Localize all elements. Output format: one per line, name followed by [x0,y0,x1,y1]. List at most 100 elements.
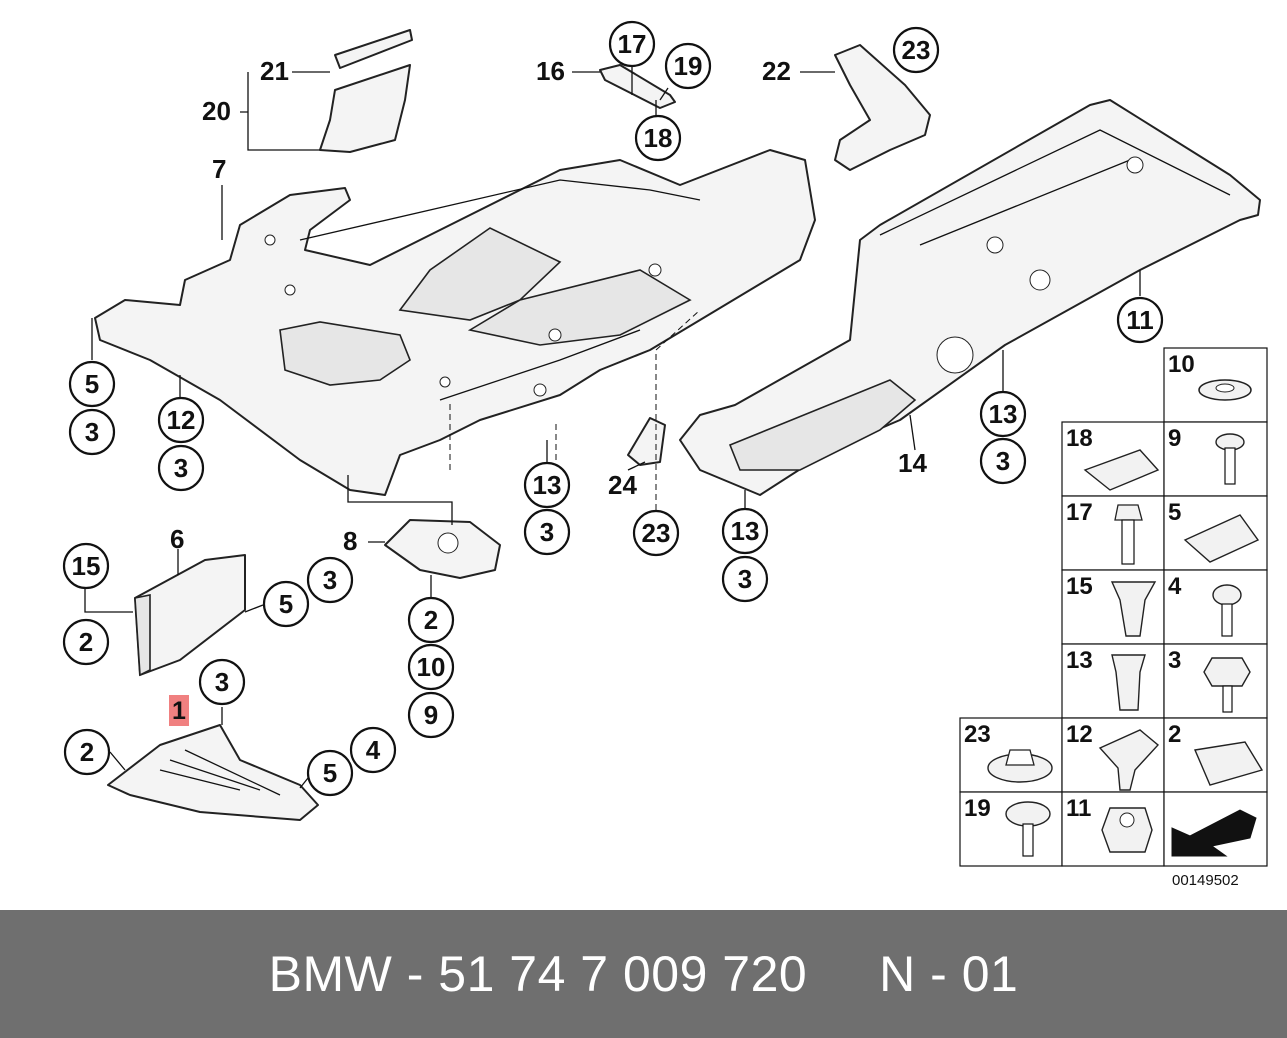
callout-5-left-label: 5 [85,369,99,399]
callout-13-a-label: 13 [533,470,562,500]
legend-cell-23: 23 [959,717,1063,793]
callout-24-label: 24 [608,470,637,500]
callout-2-a: 2 [62,618,110,666]
callout-8: 8 [343,526,357,556]
callout-12: 12 [157,396,205,444]
callout-2-b: 2 [407,596,455,644]
callout-3-c: 3 [523,508,571,556]
callout-16-label: 16 [536,56,565,86]
callout-7-label: 7 [212,154,226,184]
callout-3-d-label: 3 [996,446,1010,476]
callout-4: 4 [349,726,397,774]
callout-24: 24 [608,470,637,500]
legend-cell-13-label: 13 [1066,647,1093,674]
callout-3-e: 3 [721,555,769,603]
callout-3-e-label: 3 [738,564,752,594]
legend-cell-12-label: 12 [1066,721,1093,748]
footer-part-number: BMW - 51 74 7 009 720 N - 01 [268,946,1019,1002]
legend-cell-4-label: 4 [1168,573,1182,600]
callout-13-b: 13 [979,390,1027,438]
callout-18: 18 [634,114,682,162]
legend-cell-2-label: 2 [1168,721,1181,748]
callout-10: 10 [407,643,455,691]
legend-cell-5-label: 5 [1168,499,1181,526]
callout-16: 16 [536,56,565,86]
legend-cell-4: 4 [1163,569,1268,645]
callout-11: 11 [1116,296,1164,344]
callout-23-mid: 23 [632,509,680,557]
legend-cell-9-label: 9 [1168,425,1181,452]
callout-23-top-label: 23 [902,35,931,65]
legend-cell-5: 5 [1163,495,1268,571]
callout-3-g-label: 3 [215,667,229,697]
rear-underbody-panel [679,99,1261,496]
legend-cell-17-label: 17 [1066,499,1093,526]
rear-bracket-part [834,44,931,171]
callout-6-label: 6 [170,524,184,554]
callout-9-label: 9 [424,700,438,730]
callout-10-label: 10 [417,652,446,682]
legend-cell-15: 15 [1061,569,1165,645]
callout-2-c: 2 [63,728,111,776]
callout-20-label: 20 [202,96,231,126]
callout-2-a-label: 2 [79,627,93,657]
highlight-label-1[interactable]: 1 [169,695,189,726]
legend-grid: 10 18 9 17 5 [959,347,1268,867]
legend-cell-3-label: 3 [1168,647,1181,674]
legend-cell-19: 19 [959,791,1063,867]
small-bracket-part [627,417,666,466]
callout-23-mid-label: 23 [642,518,671,548]
legend-cell-18: 18 [1061,421,1165,497]
callout-3-f: 3 [306,556,354,604]
callout-12-label: 12 [167,405,196,435]
callout-3-b: 3 [157,444,205,492]
legend-cell-11-label: 11 [1066,795,1091,822]
legend-cell-15-label: 15 [1066,573,1093,600]
legend-cell-13: 13 [1061,643,1165,719]
callout-18-label: 18 [644,123,673,153]
callout-13-c-label: 13 [731,516,760,546]
legend-cell-23-label: 23 [964,721,991,748]
air-duct-parts [319,29,413,153]
callout-8-label: 8 [343,526,357,556]
parts-diagram: 21 20 7 17 16 19 18 22 23 5 3 12 3 13 3 … [62,20,1268,889]
callout-11-label: 11 [1126,305,1154,335]
callout-17: 17 [608,20,656,68]
legend-cell-10-label: 10 [1168,351,1195,378]
legend-cell-18-label: 18 [1066,425,1093,452]
callout-15: 15 [62,542,110,590]
footer-bar: BMW - 51 74 7 009 720 N - 01 [0,910,1287,1038]
front-deflector-part [107,724,319,821]
callout-2-c-label: 2 [80,737,94,767]
arrow-icon [1171,809,1257,857]
callout-14: 14 [898,448,927,478]
highlight-label-1-text: 1 [172,697,186,725]
legend-cell-17: 17 [1061,495,1165,571]
callout-7: 7 [212,154,226,184]
legend-cell-12: 12 [1061,717,1165,793]
callout-19-label: 19 [674,51,703,81]
callout-13-c: 13 [721,507,769,555]
callout-3-c-label: 3 [540,517,554,547]
callout-3-left: 3 [68,408,116,456]
legend-cell-2: 2 [1163,717,1268,793]
callout-3-b-label: 3 [174,453,188,483]
callout-5-c: 5 [306,749,354,797]
legend-cell-9: 9 [1163,421,1268,497]
callout-2-b-label: 2 [424,605,438,635]
legend-cell-3: 3 [1163,643,1268,719]
callout-23-top: 23 [892,26,940,74]
callout-21-label: 21 [260,56,289,86]
callout-17-label: 17 [618,29,647,59]
legend-cell-arrow [1163,791,1268,867]
callout-13-a: 13 [523,461,571,509]
side-duct-part [134,554,246,677]
leader-lines [84,66,1141,789]
callout-3-g: 3 [198,658,246,706]
legend-cell-10: 10 [1163,347,1268,423]
callout-3-left-label: 3 [85,417,99,447]
reference-code: 00149502 [1172,872,1239,889]
callout-20: 20 [202,96,231,126]
callout-19: 19 [664,42,712,90]
callout-5-left: 5 [68,360,116,408]
